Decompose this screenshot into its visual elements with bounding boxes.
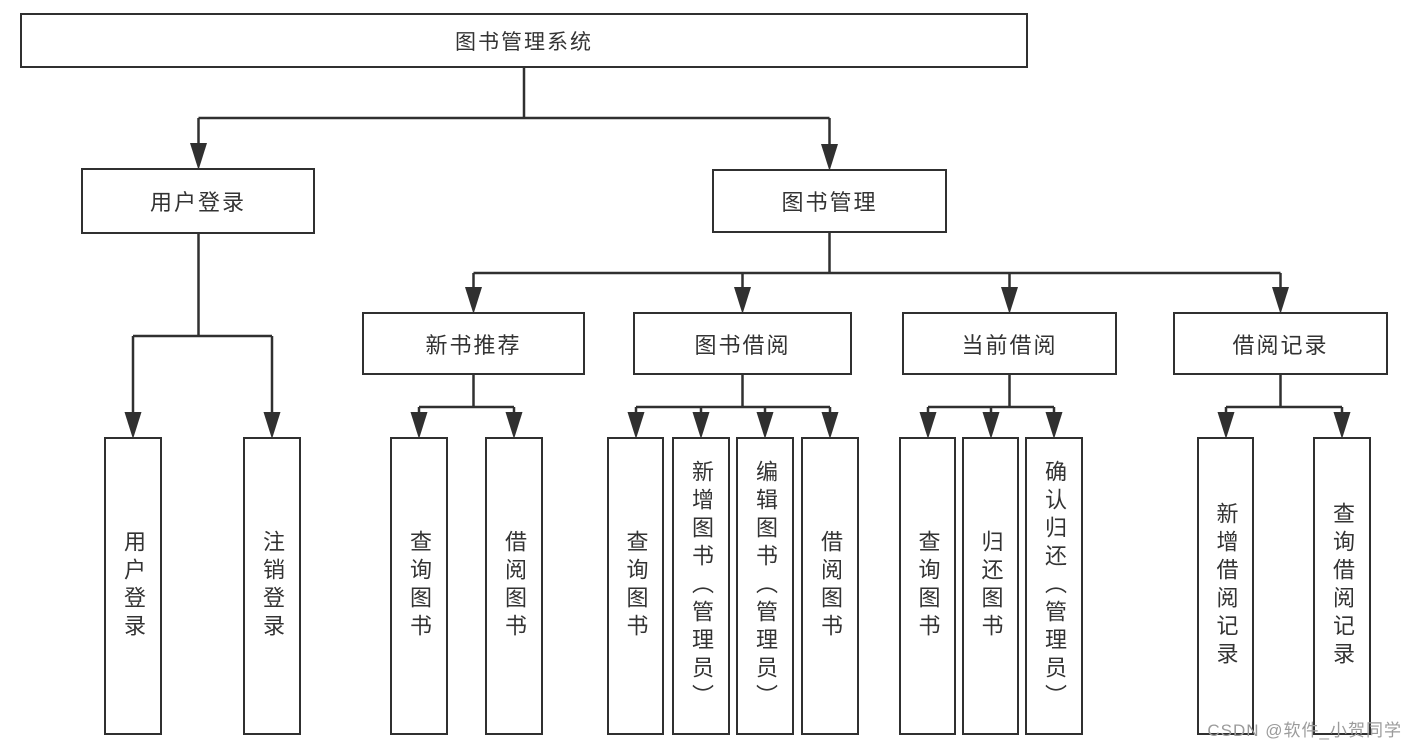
leaf-label: 确认归还（管理员） [1042, 460, 1067, 712]
connector-user-login [131, 234, 274, 414]
leaf-query-books-recommend: 查询图书 [390, 437, 448, 735]
connector-borrowing-records [1224, 375, 1344, 414]
leaf-label: 编辑图书（管理员） [753, 460, 778, 712]
node-current-borrowing: 当前借阅 [902, 312, 1117, 375]
leaf-user-login: 用户登录 [104, 437, 162, 735]
leaf-confirm-return-admin: 确认归还（管理员） [1025, 437, 1083, 735]
arrowhead [1001, 287, 1018, 314]
arrowhead [1045, 412, 1063, 439]
arrowhead [1217, 412, 1235, 439]
arrowhead [1272, 287, 1289, 314]
leaf-add-borrow-record: 新增借阅记录 [1197, 437, 1254, 735]
arrowheads [124, 143, 1351, 439]
leaf-label: 借阅图书 [818, 530, 843, 642]
node-new-book-recommendation: 新书推荐 [362, 312, 585, 375]
leaf-edit-books-admin: 编辑图书（管理员） [736, 437, 794, 735]
leaf-borrow-books-borrowing: 借阅图书 [801, 437, 859, 735]
leaf-label: 注销登录 [260, 530, 285, 642]
leaf-query-books-borrowing: 查询图书 [607, 437, 664, 735]
node-book-management: 图书管理 [712, 169, 947, 233]
leaf-query-books-current: 查询图书 [899, 437, 956, 735]
arrowhead [410, 412, 428, 439]
connector-new-book [417, 375, 516, 414]
arrowhead [821, 144, 838, 171]
arrowhead [190, 143, 207, 170]
leaf-label: 归还图书 [978, 530, 1004, 642]
connector-root [197, 68, 831, 147]
leaf-label: 借阅图书 [502, 530, 527, 642]
leaf-borrow-books-recommend: 借阅图书 [485, 437, 543, 735]
arrowhead [821, 412, 839, 439]
leaf-add-books-admin: 新增图书（管理员） [672, 437, 730, 735]
watermark-text: CSDN @软件_小贺同学 [1207, 721, 1402, 740]
arrowhead [124, 412, 142, 439]
arrowhead [505, 412, 523, 439]
connector-book-management [472, 233, 1282, 290]
leaf-label: 查询图书 [407, 530, 432, 642]
arrowhead [465, 287, 482, 314]
node-user-login: 用户登录 [81, 168, 315, 234]
leaf-label: 新增借阅记录 [1213, 502, 1239, 670]
arrowhead [1333, 412, 1351, 439]
node-root: 图书管理系统 [20, 13, 1028, 68]
leaf-label: 用户登录 [121, 530, 146, 642]
arrowhead [692, 412, 710, 439]
leaf-label: 新增图书（管理员） [689, 460, 714, 712]
leaf-query-borrow-record: 查询借阅记录 [1313, 437, 1371, 735]
connector-book-borrowing [634, 375, 832, 414]
leaf-label: 查询图书 [623, 530, 649, 642]
arrowhead [982, 412, 1000, 439]
leaf-return-books: 归还图书 [962, 437, 1019, 735]
leaf-logout-login: 注销登录 [243, 437, 301, 735]
node-borrowing-records: 借阅记录 [1173, 312, 1388, 375]
arrowhead [263, 412, 281, 439]
leaf-label: 查询图书 [915, 530, 941, 642]
leaf-label: 查询借阅记录 [1330, 502, 1355, 670]
node-book-borrowing: 图书借阅 [633, 312, 852, 375]
arrowhead [919, 412, 937, 439]
arrowhead [627, 412, 645, 439]
arrowhead [756, 412, 774, 439]
arrowhead [734, 287, 751, 314]
connector-current-borrowing [926, 375, 1056, 414]
